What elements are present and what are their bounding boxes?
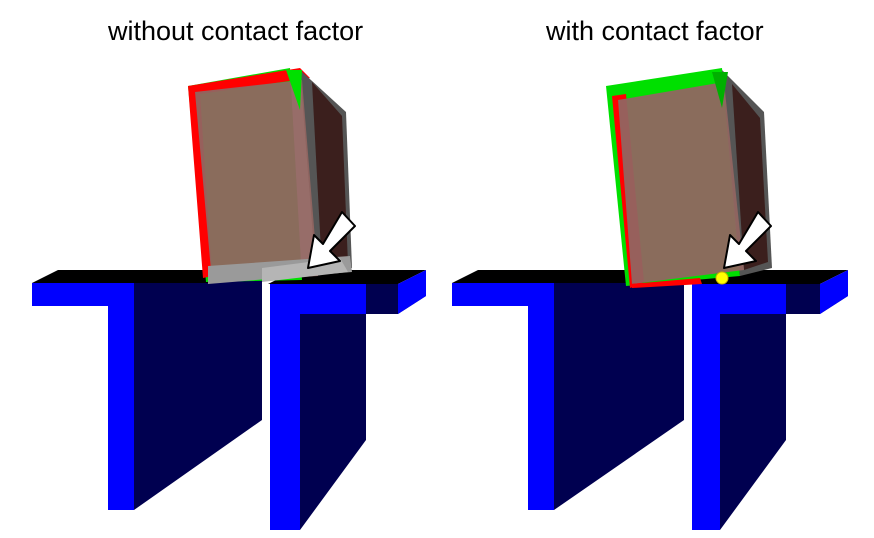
right-panel-title: with contact factor bbox=[546, 16, 764, 46]
block-red-edge bbox=[188, 68, 310, 278]
block-front-face bbox=[195, 80, 318, 282]
beam-web-front bbox=[528, 306, 554, 510]
beam-web-front bbox=[108, 306, 134, 510]
right-scene bbox=[452, 68, 848, 530]
beam-web-side bbox=[554, 270, 684, 510]
right-panel-arrow-icon bbox=[723, 211, 772, 269]
contact-point-marker bbox=[715, 271, 729, 285]
beam-top-face bbox=[32, 270, 232, 283]
beam-flange-end bbox=[820, 270, 848, 314]
right-panel-block bbox=[606, 68, 772, 288]
beam-flange-end bbox=[398, 270, 426, 314]
right-panel-left-beam bbox=[452, 270, 684, 510]
left-scene bbox=[32, 68, 426, 530]
block-front-face bbox=[618, 82, 744, 284]
block-red-bottom bbox=[630, 278, 702, 288]
block-green-top-corner bbox=[286, 70, 302, 110]
left-panel-left-beam bbox=[32, 270, 262, 510]
beam-top-face bbox=[452, 270, 652, 283]
left-panel-title: without contact factor bbox=[108, 16, 364, 46]
left-panel-right-beam bbox=[268, 270, 426, 530]
left-panel-arrow-icon bbox=[307, 211, 356, 269]
beam-web-side bbox=[720, 284, 848, 530]
block-green-top-corner bbox=[712, 72, 728, 108]
right-panel-right-beam bbox=[690, 270, 848, 530]
beam-web-side bbox=[134, 270, 262, 510]
arrow-shape bbox=[307, 211, 356, 269]
left-panel-block bbox=[188, 68, 352, 284]
beam-web-side bbox=[300, 284, 426, 530]
arrow-shape bbox=[723, 211, 772, 269]
